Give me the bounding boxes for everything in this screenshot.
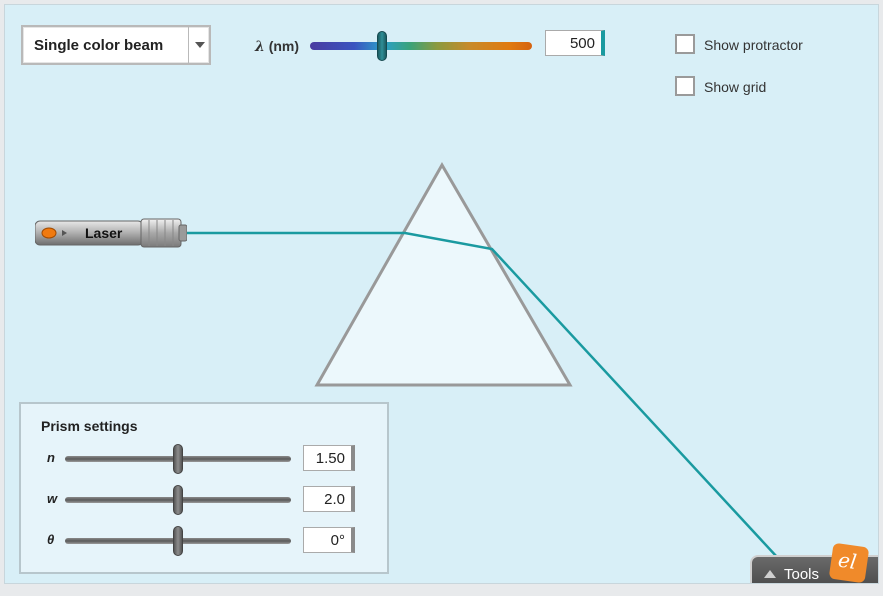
laser-device[interactable]: Laser	[34, 218, 188, 248]
laser-label: Laser	[85, 225, 123, 241]
refractive-index-label: n	[47, 450, 55, 465]
wavelength-slider-thumb[interactable]	[377, 31, 387, 61]
prism-settings-title: Prism settings	[41, 418, 138, 434]
logo-text: el	[836, 547, 859, 574]
width-input[interactable]: 2.0	[303, 486, 355, 512]
show-protractor-checkbox[interactable]	[675, 34, 695, 54]
angle-input[interactable]: 0°	[303, 527, 355, 553]
wavelength-unit: (nm)	[268, 38, 300, 54]
angle-label: θ	[47, 532, 55, 547]
prism-settings-panel: Prism settings n 1.50 w 2.0 θ 0°	[19, 402, 389, 574]
refractive-index-input[interactable]: 1.50	[303, 445, 355, 471]
dropdown-arrow-icon[interactable]	[188, 27, 209, 63]
width-label: w	[47, 491, 58, 506]
optics-scene	[187, 161, 778, 558]
laser-body-icon	[34, 218, 188, 248]
show-protractor-label[interactable]: Show protractor	[704, 37, 803, 53]
wavelength-label: λ (nm)	[255, 38, 299, 55]
wavelength-input[interactable]: 500	[545, 30, 605, 56]
show-grid-checkbox[interactable]	[675, 76, 695, 96]
show-grid-label[interactable]: Show grid	[704, 79, 767, 95]
beam-mode-dropdown[interactable]: Single color beam	[21, 25, 211, 65]
tools-label: Tools	[784, 566, 820, 583]
lambda-symbol: λ	[255, 39, 265, 55]
light-beam	[187, 231, 778, 558]
explorelearning-logo-icon: el	[828, 542, 870, 583]
simulation-stage: Single color beam λ (nm) 500 Show protra…	[4, 4, 879, 584]
angle-slider-thumb[interactable]	[173, 526, 183, 556]
wavelength-slider-track[interactable]	[310, 42, 532, 50]
chevron-up-icon	[764, 570, 776, 578]
refractive-index-slider-thumb[interactable]	[173, 444, 183, 474]
width-slider-thumb[interactable]	[173, 485, 183, 515]
prism[interactable]	[314, 161, 573, 387]
beam-mode-selected: Single color beam	[34, 37, 164, 54]
